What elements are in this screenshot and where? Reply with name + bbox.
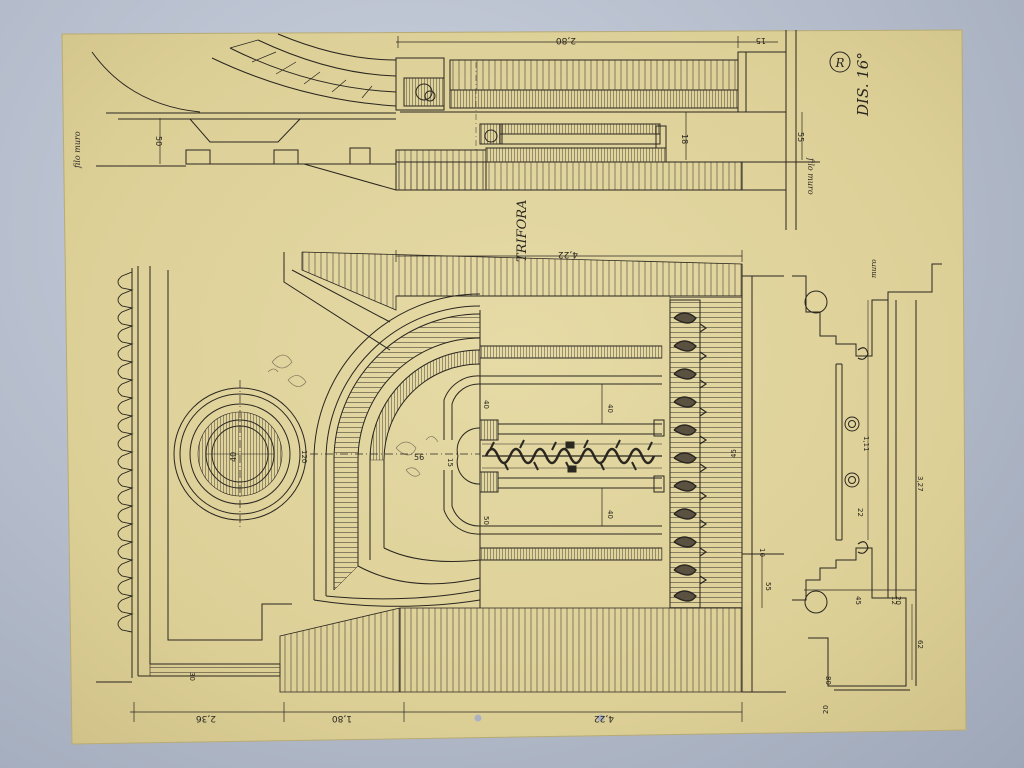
dim-col-d: 50 [482,516,490,525]
dim-upper-right: 55 [796,132,805,142]
dim-profile-b: 3,27 [916,476,924,492]
floor-label-left: filo muro [73,131,82,169]
dim-left-edge: 30 [188,672,196,681]
side-wall-label: muro [870,259,878,278]
dim-upper-height: 50 [154,136,163,146]
column-upper [479,419,665,441]
dim-profile-a: 1,11 [862,436,870,452]
dim-column-offset: 45 [730,449,738,458]
dim-top-right: 15 [756,36,766,45]
dim-side-step: 15 [446,458,454,467]
monogram: R [829,51,851,73]
dim-profile-base: 62 [916,640,924,649]
dim-col-b: 40 [606,510,614,519]
dim-profile-corner: 20 [894,596,902,605]
section-profile [792,263,942,691]
dim-base-gap: 10 [758,548,766,557]
punch-hole [597,714,605,722]
main-arch [313,293,663,608]
dim-rose: 40 [229,452,238,462]
dim-profile-foot: 80 [824,676,832,685]
pencil-sketch [267,354,439,477]
dim-col-a: 40 [606,404,614,413]
dim-top-span: 2,80 [556,35,576,45]
dim-right-small: 18 [680,134,689,144]
punch-hole [474,714,482,722]
dim-mid-span: 4,22 [558,249,578,259]
dim-bottom-mid: 1,80 [332,713,352,723]
elevation-dimensions [130,250,763,722]
dim-profile-offset-b: 45 [854,596,862,605]
dim-profile-edge: 20 [822,705,830,714]
column-lower [479,471,665,493]
dim-col-c: 40 [482,400,490,409]
dim-profile-offset-a: 22 [856,508,864,517]
sheet-number: DIS. 16° [854,52,872,117]
labels: DIS. 16° R TRIFORA filo muro filo muro m… [73,35,924,723]
corbel-edge [96,268,134,683]
dim-bottom-left: 2,36 [196,713,216,723]
elevation-view [96,250,786,722]
dim-base-left: 120 [300,450,308,463]
trefoil-arches [443,375,662,535]
plan-capital [479,123,503,145]
plan-view [91,30,820,230]
column-shaft [482,439,662,473]
floor-label-right: filo muro [806,157,815,195]
svg-text:R: R [834,56,844,70]
title-label: TRIFORA [515,200,530,262]
dim-arch-center: 56 [414,453,424,462]
dim-profile-offset-c: 12 [890,596,898,605]
plan-capital [403,77,445,107]
dim-side-wall: 55 [764,582,772,591]
carved-frieze [669,299,708,609]
dim-bottom-right: 4,22 [594,713,614,723]
